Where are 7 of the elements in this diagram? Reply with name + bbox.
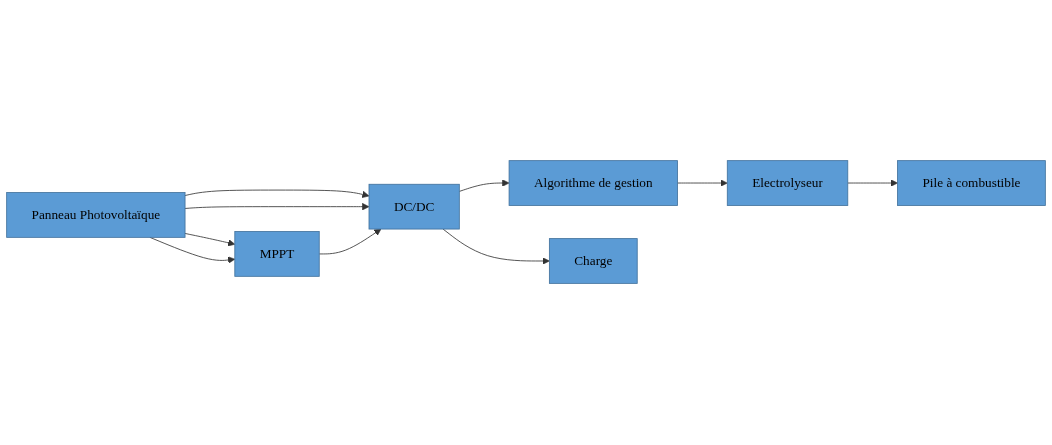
node-box: Pile à combustible <box>897 160 1046 207</box>
node-box: DC/DC <box>368 184 460 230</box>
node-box: Charge <box>548 238 638 285</box>
node-box: MPPT <box>234 231 320 278</box>
node-box: Panneau Photovoltaïque <box>6 192 186 239</box>
node-box: Algorithme de gestion <box>508 160 678 207</box>
node-box: Electrolyseur <box>726 160 849 207</box>
